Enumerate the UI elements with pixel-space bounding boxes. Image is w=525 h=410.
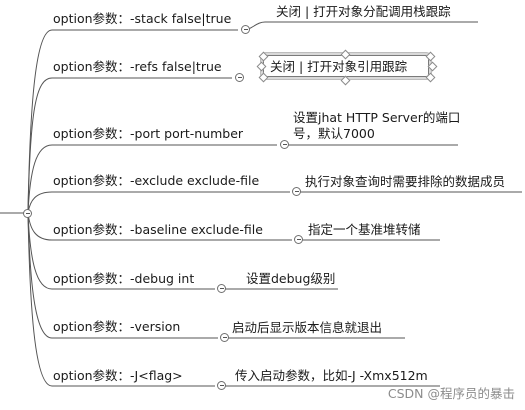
branch-line-exclude bbox=[27, 191, 290, 214]
collapse-toggle-port[interactable] bbox=[280, 140, 289, 149]
collapse-toggle-baseline[interactable] bbox=[294, 235, 303, 244]
branch-label-exclude[interactable]: option参数：-exclude exclude-file bbox=[53, 173, 260, 188]
branch-label-refs[interactable]: option参数：-refs false|true bbox=[53, 59, 222, 74]
collapse-toggle-jflag[interactable] bbox=[217, 381, 226, 390]
desc-port[interactable]: 设置jhat HTTP Server的端口号，默认7000 bbox=[293, 110, 461, 141]
branch-label-stack[interactable]: option参数：-stack false|true bbox=[53, 11, 232, 26]
desc-exclude[interactable]: 执行对象查询时需要排除的数据成员 bbox=[305, 174, 506, 189]
branch-line-jflag bbox=[27, 212, 215, 387]
collapse-toggle-debug[interactable] bbox=[217, 284, 226, 293]
desc-version[interactable]: 启动后显示版本信息就退出 bbox=[232, 320, 383, 335]
collapse-toggle-stack[interactable] bbox=[241, 25, 250, 34]
branch-label-baseline[interactable]: option参数：-baseline exclude-file bbox=[53, 222, 263, 237]
branch-label-port[interactable]: option参数：-port port-number bbox=[53, 126, 244, 141]
branch-label-jflag[interactable]: option参数：-J<flag> bbox=[53, 368, 183, 383]
desc-stack[interactable]: 关闭 | 打开对象分配调用栈跟踪 bbox=[276, 4, 451, 19]
collapse-toggle-refs[interactable] bbox=[235, 73, 244, 82]
branch-line-baseline bbox=[27, 212, 292, 241]
desc-jflag[interactable]: 传入启动参数，比如-J -Xmx512m bbox=[235, 368, 428, 383]
branch-label-version[interactable]: option参数：-version bbox=[53, 319, 181, 334]
collapse-toggle-exclude[interactable] bbox=[292, 187, 301, 196]
branch-line-port bbox=[27, 144, 277, 214]
root-collapse-toggle[interactable] bbox=[23, 209, 32, 218]
desc-line-stack bbox=[242, 21, 478, 31]
branch-label-debug[interactable]: option参数：-debug int bbox=[53, 271, 195, 286]
watermark: CSDN @程序员的暴击 bbox=[387, 386, 515, 401]
branch-line-refs bbox=[27, 77, 232, 214]
desc-debug[interactable]: 设置debug级别 bbox=[246, 271, 336, 286]
desc-baseline[interactable]: 指定一个基准堆转储 bbox=[308, 222, 421, 237]
collapse-toggle-version[interactable] bbox=[220, 333, 229, 342]
desc-refs-selected[interactable]: 关闭 | 打开对象引用跟踪 bbox=[263, 55, 429, 77]
